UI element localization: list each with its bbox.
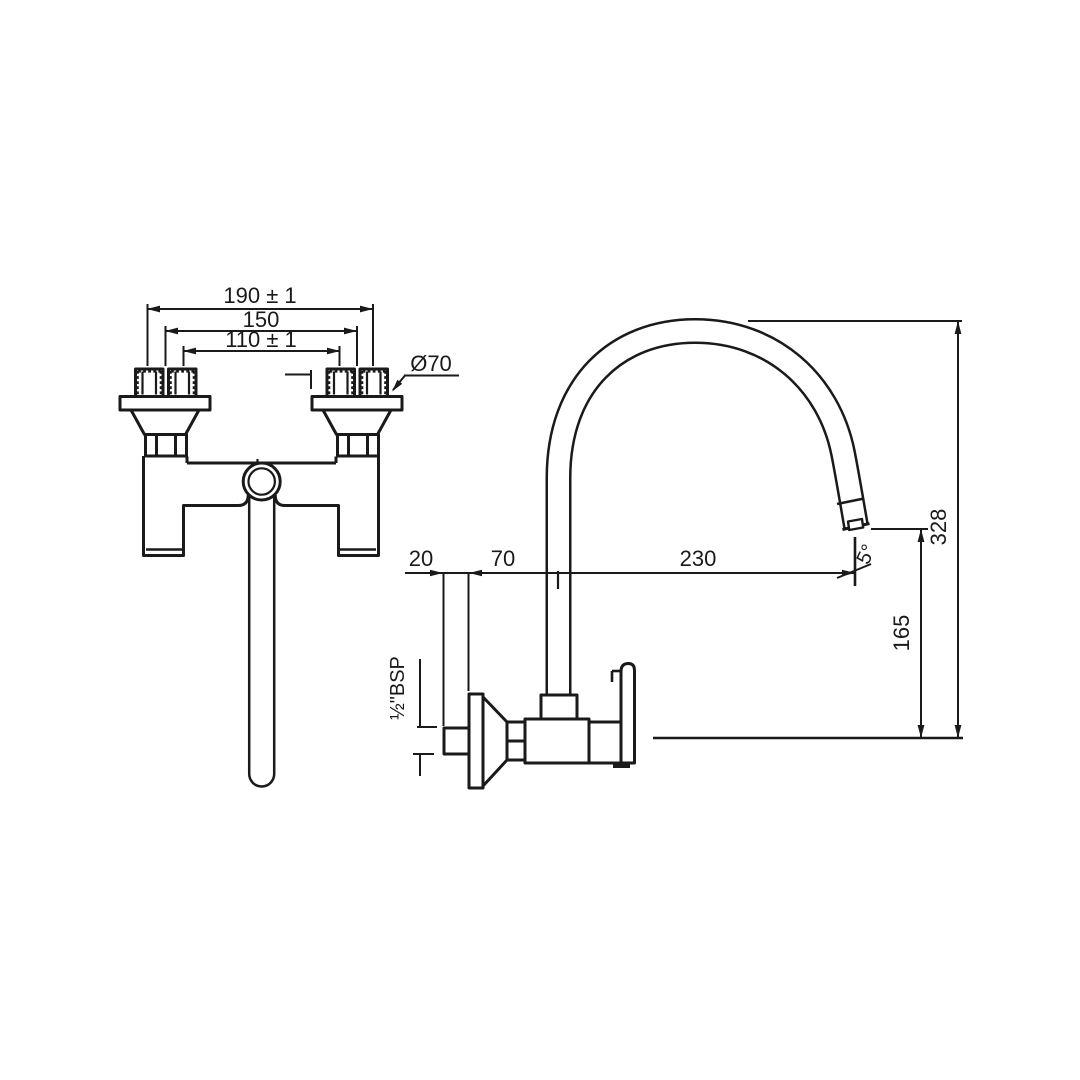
- arrowhead: [327, 347, 340, 355]
- handle-cone: [321, 408, 393, 436]
- dim-wall-to-spout-label: 70: [491, 546, 515, 571]
- dim-tip-angle-label: 5°: [853, 541, 881, 568]
- handle-knob: [134, 367, 165, 399]
- dim-thread-length-label: 20: [409, 546, 433, 571]
- set-screw-nub: [613, 762, 630, 768]
- reference-tick-mark: [285, 370, 312, 389]
- arrowhead: [392, 379, 403, 392]
- arrowhead: [469, 569, 482, 577]
- escutcheon-plate: [118, 395, 212, 412]
- arrowhead: [954, 725, 962, 738]
- arrowhead: [344, 327, 357, 335]
- wall-flange-plate: [467, 692, 485, 790]
- handle-knob: [325, 367, 356, 399]
- dim-inner-width: 110 ± 1: [183, 327, 340, 355]
- valve-body: [523, 717, 591, 765]
- aerator-outlet: [846, 517, 865, 532]
- handle-knob: [358, 367, 389, 399]
- aerator-joint-line: [836, 497, 865, 506]
- dim-overall-height: 328: [926, 321, 962, 738]
- lever-handle: [619, 662, 636, 765]
- gooseneck-spout: [545, 317, 870, 702]
- front-extension-lines: [146, 304, 374, 366]
- dim-handle-width-label: 150: [243, 307, 280, 332]
- dim-flange-diameter: Ø70: [392, 351, 459, 392]
- arrowhead: [165, 327, 178, 335]
- dim-overall-height-label: 328: [926, 509, 951, 546]
- side-reference-lines: [653, 320, 963, 740]
- arrowhead: [954, 321, 962, 334]
- arrowhead: [917, 725, 925, 738]
- hex-nut: [144, 433, 188, 458]
- wall-cone: [481, 695, 509, 788]
- thread-callout: ½"BSP: [387, 656, 437, 776]
- hex-nut: [336, 433, 380, 458]
- dim-overall-width-label: 190 ± 1: [223, 283, 296, 308]
- thread-label: ½"BSP: [387, 656, 409, 720]
- inlet-nipple: [442, 726, 471, 756]
- dim-spout-reach-label: 230: [680, 546, 717, 571]
- dim-handle-width: 150: [165, 307, 357, 335]
- dim-flange-diameter-label: Ø70: [410, 351, 452, 376]
- dim-inner-width-label: 110 ± 1: [225, 327, 297, 352]
- right-handle-assembly: [310, 367, 404, 458]
- spout-riser-base: [539, 693, 579, 722]
- arrowhead: [183, 347, 196, 355]
- horizontal-dimension-chain: 20 70 230: [405, 546, 855, 726]
- arrowhead: [147, 305, 160, 313]
- escutcheon-plate: [310, 395, 404, 412]
- tip-angle-callout: 5°: [836, 537, 881, 586]
- arrowhead: [360, 305, 373, 313]
- side-view: ½"BSP 20 70 230 5°: [387, 317, 963, 790]
- spout-ball-joint: [241, 461, 282, 502]
- arrowhead: [430, 569, 443, 577]
- handle-knob: [167, 367, 198, 399]
- dim-overall-width: 190 ± 1: [147, 283, 373, 313]
- valve-body-assembly: [442, 662, 636, 790]
- front-view: 190 ± 1 150 110 ± 1 Ø70: [118, 283, 459, 788]
- arrowhead: [917, 529, 925, 542]
- dim-spout-drop-label: 165: [889, 615, 914, 652]
- front-body: [142, 456, 380, 557]
- left-handle-assembly: [118, 367, 212, 458]
- dim-spout-drop: 165: [889, 529, 925, 738]
- handle-cone: [129, 408, 201, 436]
